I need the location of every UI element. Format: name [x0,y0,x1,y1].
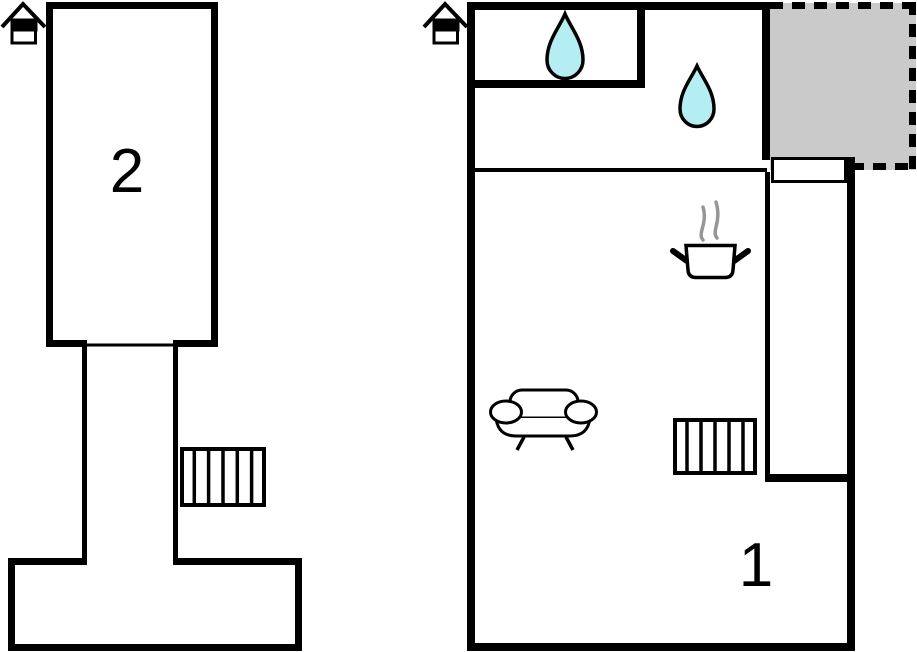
steam-line [699,205,707,242]
unit-label: 2 [110,137,144,206]
stairs-icon [180,447,266,507]
wall-segment [173,347,178,565]
sofa-leg [564,436,575,451]
wall-segment [46,2,53,347]
door-sill [87,343,173,347]
house-band [10,18,38,32]
wall-segment [467,643,855,651]
wall-segment [8,558,15,651]
wall-segment [173,558,302,565]
house-roof [422,1,469,29]
house-entrance-icon [0,1,47,45]
door-sill [771,157,847,183]
unit-label: 1 [739,531,773,600]
bathroom-wall [637,10,645,88]
sofa-seat [494,417,592,438]
water-drop-icon [545,9,585,81]
unit-2-walls [8,2,302,651]
pot-handle [731,248,751,264]
wall-segment [8,644,302,651]
pot-handle [670,248,690,264]
sofa-arm [489,399,523,425]
wall-segment [46,340,87,347]
wall-segment [467,2,475,651]
sofa-arm [564,399,598,425]
house-roof [0,1,47,29]
wall-segment [82,347,87,565]
terrace-floor [770,3,916,170]
floor-plan-unit-2: 2 [0,1,302,651]
wall-segment [765,474,851,482]
pot-body [684,243,737,280]
sofa-leg [515,436,526,451]
house-band [432,18,460,32]
wall-segment [173,340,218,347]
unit-1-walls [467,2,855,651]
wall-segment [762,2,770,160]
steam-icon [699,200,720,242]
wall-segment [847,157,855,651]
terrace-area [770,2,916,170]
terrace-dashed-border [770,2,916,170]
water-drop-icon [678,61,716,129]
wall-segment [8,558,87,565]
cooking-pot-icon [670,200,751,280]
house-entrance-icon [422,1,469,45]
wall-segment [295,558,302,651]
bathroom-wall [475,80,645,88]
sofa-icon [489,388,598,451]
wall-segment [211,2,218,347]
wall-segment [46,2,218,9]
partition-wall [765,172,770,474]
steam-line [713,200,720,240]
floor-plan-unit-1: 1 [422,1,916,651]
partition-wall [475,168,767,172]
wall-segment [467,2,770,10]
stairs-icon [673,418,757,475]
